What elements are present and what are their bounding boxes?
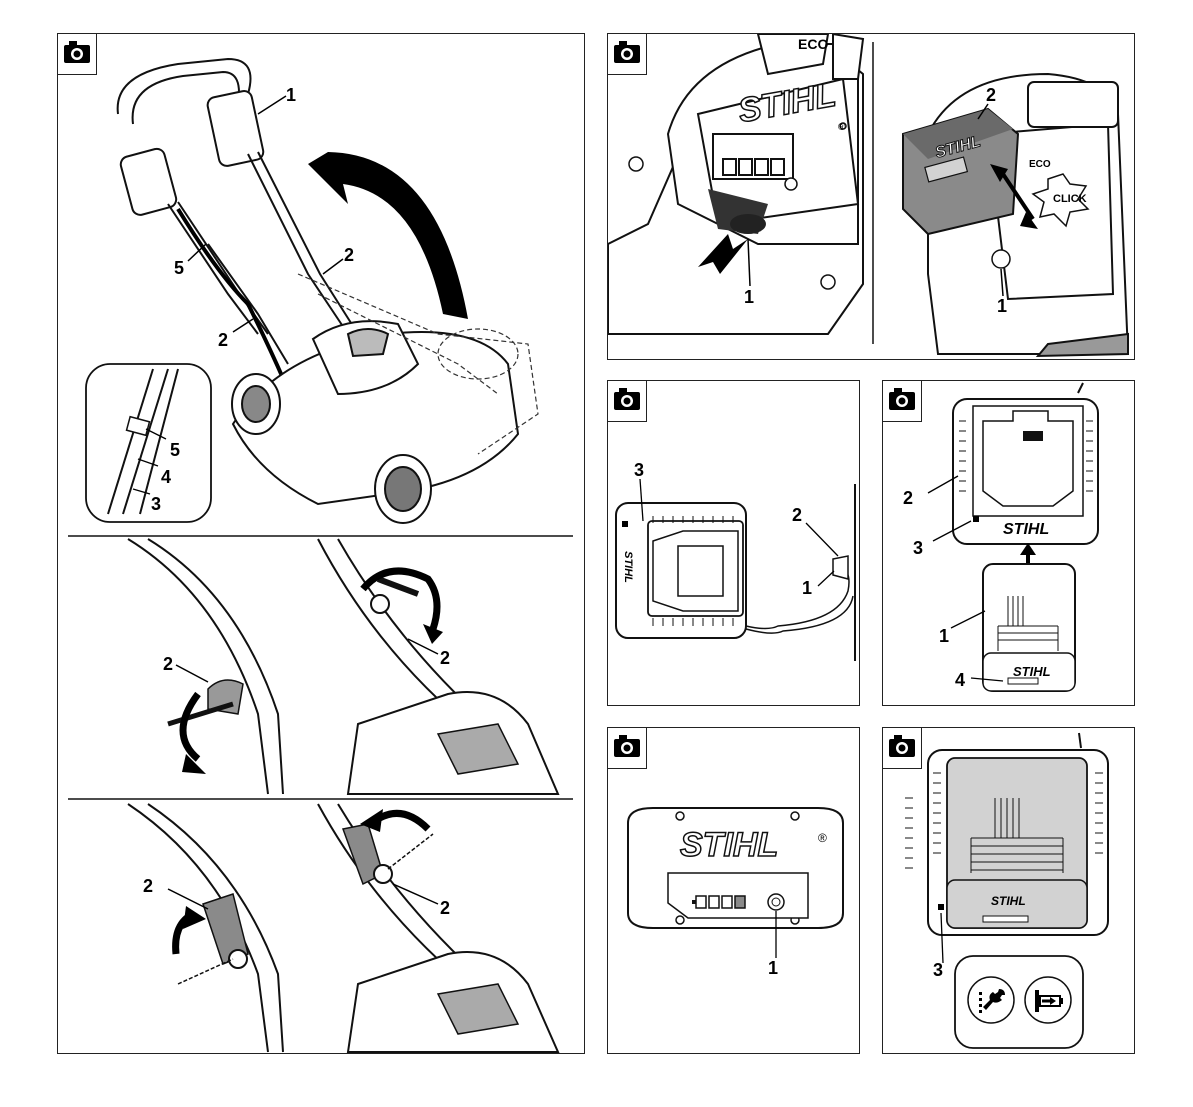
brand-logo: STIHL (1013, 664, 1051, 679)
panel-charger-connection: STIHL 3 2 1 (607, 380, 860, 706)
callout-3: 3 (634, 461, 644, 479)
registered-mark: ® (838, 122, 845, 133)
callout-2: 2 (792, 506, 802, 524)
callout-2: 2 (143, 877, 153, 895)
eco-label: ECO (1029, 159, 1051, 170)
callout-3: 3 (933, 961, 943, 979)
callout-3: 3 (913, 539, 923, 557)
charger-top-illustration (608, 381, 860, 706)
click-label: CLICK (1053, 193, 1087, 205)
callout-1: 1 (802, 579, 812, 597)
callout-1: 1 (939, 627, 949, 645)
mower-illustration (58, 34, 585, 1054)
callout-2: 2 (440, 899, 450, 917)
brand-logo: STIHL (622, 551, 634, 583)
callout-2: 2 (986, 86, 996, 104)
wrench-icon (977, 986, 1007, 1016)
callout-3: 3 (151, 495, 161, 513)
eco-label: ECO (798, 36, 828, 52)
brand-logo: STIHL (1003, 521, 1049, 539)
panel-battery-indicator: STIHL ® 1 (607, 727, 860, 1054)
callout-4: 4 (955, 671, 965, 689)
callout-1: 1 (286, 86, 296, 104)
callout-1: 1 (997, 297, 1007, 315)
panel-charger-fault: STIHL 3 (882, 727, 1135, 1054)
panel-battery-charging: STIHL STIHL 2 3 1 4 (882, 380, 1135, 706)
callout-2: 2 (344, 246, 354, 264)
callout-1: 1 (768, 959, 778, 977)
callout-2: 2 (218, 331, 228, 349)
callout-5: 5 (170, 441, 180, 459)
battery-insert-icon (1034, 988, 1064, 1014)
charger-fault-illustration (883, 728, 1135, 1054)
brand-logo: STIHL (680, 826, 778, 865)
registered-mark: ® (818, 831, 827, 845)
brand-logo: STIHL (991, 894, 1026, 908)
callout-4: 4 (161, 468, 171, 486)
panel-mower-assembly: 1 2 5 2 5 4 3 2 2 2 2 (57, 33, 585, 1054)
panel-battery-insertion: STIHL ® ECO STIHL ECO CLICK 1 2 1 (607, 33, 1135, 360)
callout-2: 2 (163, 655, 173, 673)
callout-2: 2 (903, 489, 913, 507)
battery-front-illustration (608, 728, 860, 1054)
callout-1: 1 (744, 288, 754, 306)
callout-2: 2 (440, 649, 450, 667)
callout-5: 5 (174, 259, 184, 277)
